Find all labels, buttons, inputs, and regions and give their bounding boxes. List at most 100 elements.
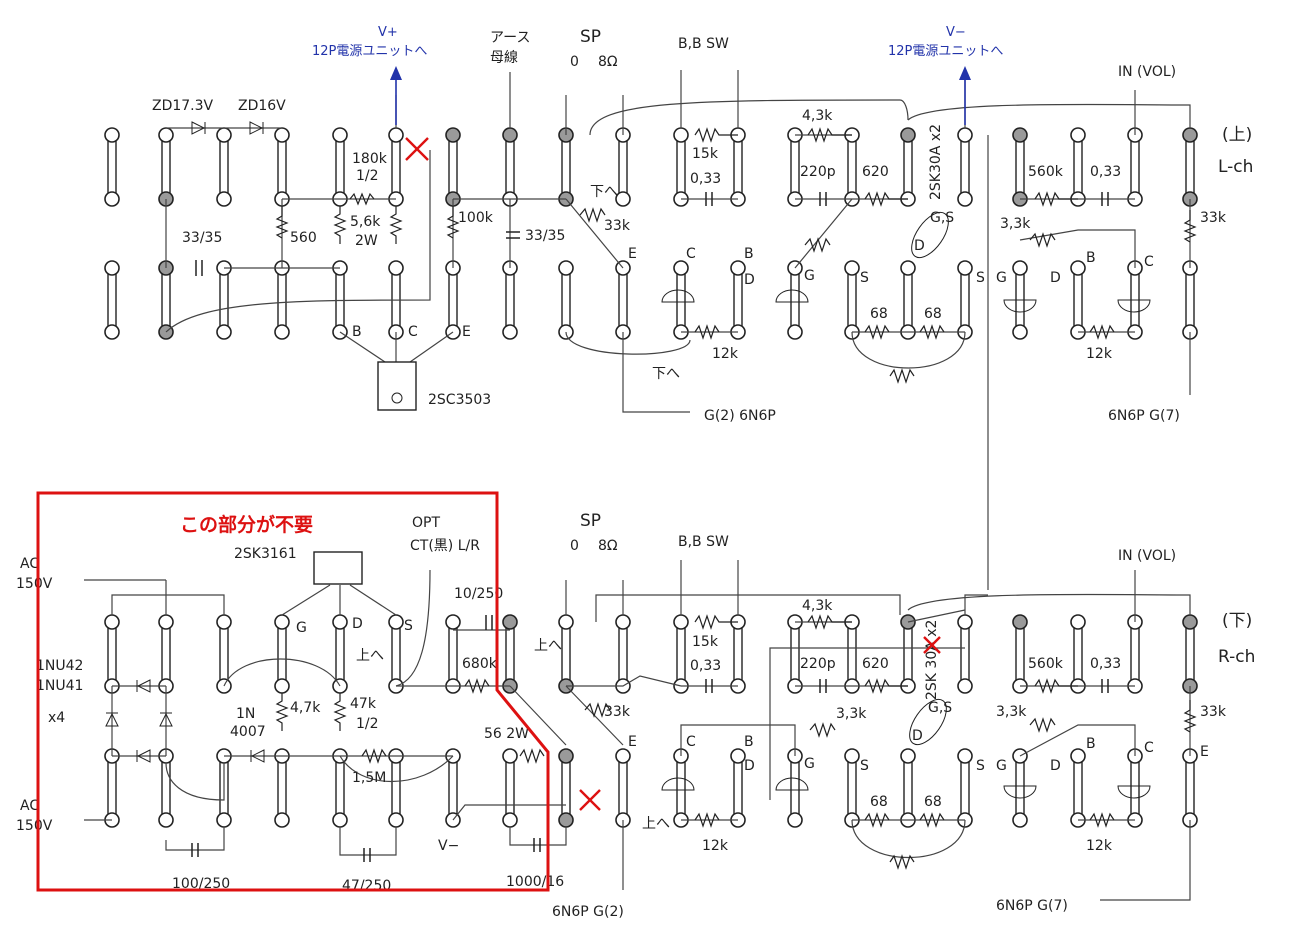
label-c10250: 10/250 xyxy=(454,586,503,602)
label-r43k: 4,3k xyxy=(802,598,833,614)
ch-top: (上) xyxy=(1222,125,1252,145)
label-s1: S xyxy=(860,758,869,774)
label-r47k1: 4,7k xyxy=(290,700,321,716)
bottom-annotations: OPT CT(黒) L/R 2SK3161 SP 0 8Ω B,B SW IN … xyxy=(16,491,1255,892)
in4007-label-b: 4007 xyxy=(230,724,266,740)
label-s2: S xyxy=(976,270,985,286)
label-c033: 0,33 xyxy=(690,171,721,187)
ch-top-name: L-ch xyxy=(1218,157,1253,177)
label-r680k: 680k xyxy=(462,656,498,672)
label-c47250: 47/250 xyxy=(342,878,391,894)
fet-2sk3161-body xyxy=(313,551,363,585)
label-b: B xyxy=(352,324,362,340)
label-c3335: 33/35 xyxy=(182,230,222,246)
label-c220p: 220p xyxy=(800,164,836,180)
bottom-diodes xyxy=(105,679,265,763)
label-b-d: D xyxy=(352,616,363,632)
label-r15m: 1,5M xyxy=(352,770,386,786)
remove-mark-top xyxy=(405,137,429,161)
label-r15k: 15k xyxy=(692,146,719,162)
label-r560: 560 xyxy=(290,230,317,246)
remove-mark-bottom-1 xyxy=(579,789,601,811)
label-r100k: 100k xyxy=(458,210,494,226)
label-c220p: 220p xyxy=(800,656,836,672)
label-tr: 2SC3503 xyxy=(428,392,491,408)
label-r620: 620 xyxy=(862,656,889,672)
label-el2: E xyxy=(1200,744,1209,760)
label-r33k-r: 33k xyxy=(1200,704,1227,720)
label-cl2: C xyxy=(1144,740,1154,756)
ac-top-label: AC xyxy=(20,556,39,572)
label-up3: 上へ xyxy=(642,816,670,832)
label-d: D xyxy=(914,238,925,254)
label-fet2sk: 2SK30A x2 xyxy=(928,124,944,200)
vminus-target: 12P電源ユニットへ xyxy=(888,44,1003,59)
diode-label-2: 1NU41 xyxy=(36,678,83,694)
ac-bot-label: AC xyxy=(20,798,39,814)
label-cl2: C xyxy=(1144,254,1154,270)
label-r33k: 33k xyxy=(604,218,631,234)
label-down1: 下へ xyxy=(590,184,618,200)
label-dl2: D xyxy=(1050,270,1061,286)
sp-8-bottom: 8Ω xyxy=(598,538,618,554)
top-annotations: V+ 12P電源ユニットへ V− 12P電源ユニットへ アース 母線 SP 0 … xyxy=(312,25,1253,177)
ac-bot-volts: 150V xyxy=(16,818,53,834)
label-g7: 6N6P G(7) xyxy=(996,898,1068,914)
label-r56-2w: 56 2W xyxy=(484,726,529,742)
top-wires xyxy=(165,70,1191,590)
label-zd2: ZD16V xyxy=(238,98,286,114)
label-s1: S xyxy=(860,270,869,286)
diode-label-3: x4 xyxy=(48,710,65,726)
label-el: E xyxy=(628,246,637,262)
unneeded-note: この部分が不要 xyxy=(180,513,313,536)
label-r68a: 68 xyxy=(870,794,888,810)
label-r68b: 68 xyxy=(924,306,942,322)
label-bl2: B xyxy=(1086,250,1096,266)
label-dl: D xyxy=(744,272,755,288)
label-r12k: 12k xyxy=(712,346,739,362)
label-r56k: 5,6k xyxy=(350,214,381,230)
label-gl: G xyxy=(804,756,815,772)
vplus-target: 12P電源ユニットへ xyxy=(312,44,427,59)
zener-diodes xyxy=(166,121,282,135)
top-resistors xyxy=(275,127,1197,384)
label-r47k2-w: 1/2 xyxy=(356,716,379,732)
sp-label-bottom: SP xyxy=(580,511,601,531)
label-gl2: G xyxy=(996,270,1007,286)
in-vol-label-bottom: IN (VOL) xyxy=(1118,548,1176,564)
label-c: C xyxy=(408,324,418,340)
remove-mark-bottom-2 xyxy=(923,636,941,654)
in-vol-label: IN (VOL) xyxy=(1118,64,1176,80)
sp-0-bottom: 0 xyxy=(570,538,579,554)
label-r12k-r: 12k xyxy=(1086,346,1113,362)
label-c033b: 0,33 xyxy=(1090,656,1121,672)
label-bl: B xyxy=(744,734,754,750)
unneeded-section-box xyxy=(36,491,550,892)
label-down2: 下へ xyxy=(652,366,680,382)
label-gate: G xyxy=(804,268,815,284)
opt-label: OPT xyxy=(412,515,440,531)
label-r180k: 180k xyxy=(352,151,388,167)
opt-ct-label: CT(黒) L/R xyxy=(410,538,480,554)
label-dl: D xyxy=(744,758,755,774)
label-r12k-r: 12k xyxy=(1086,838,1113,854)
label-g6n6p: 6N6P G(2) xyxy=(552,904,624,920)
label-c100250: 100/250 xyxy=(172,876,230,892)
label-r33k: 33k xyxy=(604,704,631,720)
top-board: ZD17.3V ZD16V 180k 1/2 560 5,6k 2W 33/35… xyxy=(104,70,1227,590)
ch-bot-name: R-ch xyxy=(1218,647,1255,667)
label-g7: 6N6P G(7) xyxy=(1108,408,1180,424)
vplus-label: V+ xyxy=(378,25,398,40)
label-bl: B xyxy=(744,246,754,262)
label-r68b: 68 xyxy=(924,794,942,810)
label-b-g: G xyxy=(296,620,307,636)
in4007-label-a: 1N xyxy=(236,706,255,722)
label-r47k2: 47k xyxy=(350,696,377,712)
label-r12k: 12k xyxy=(702,838,729,854)
bottom-bars-row2 xyxy=(107,755,1195,821)
ch-bot: (下) xyxy=(1222,611,1252,631)
sp-0: 0 xyxy=(570,54,579,70)
label-cl: C xyxy=(686,734,696,750)
bottom-wires xyxy=(84,560,1191,901)
